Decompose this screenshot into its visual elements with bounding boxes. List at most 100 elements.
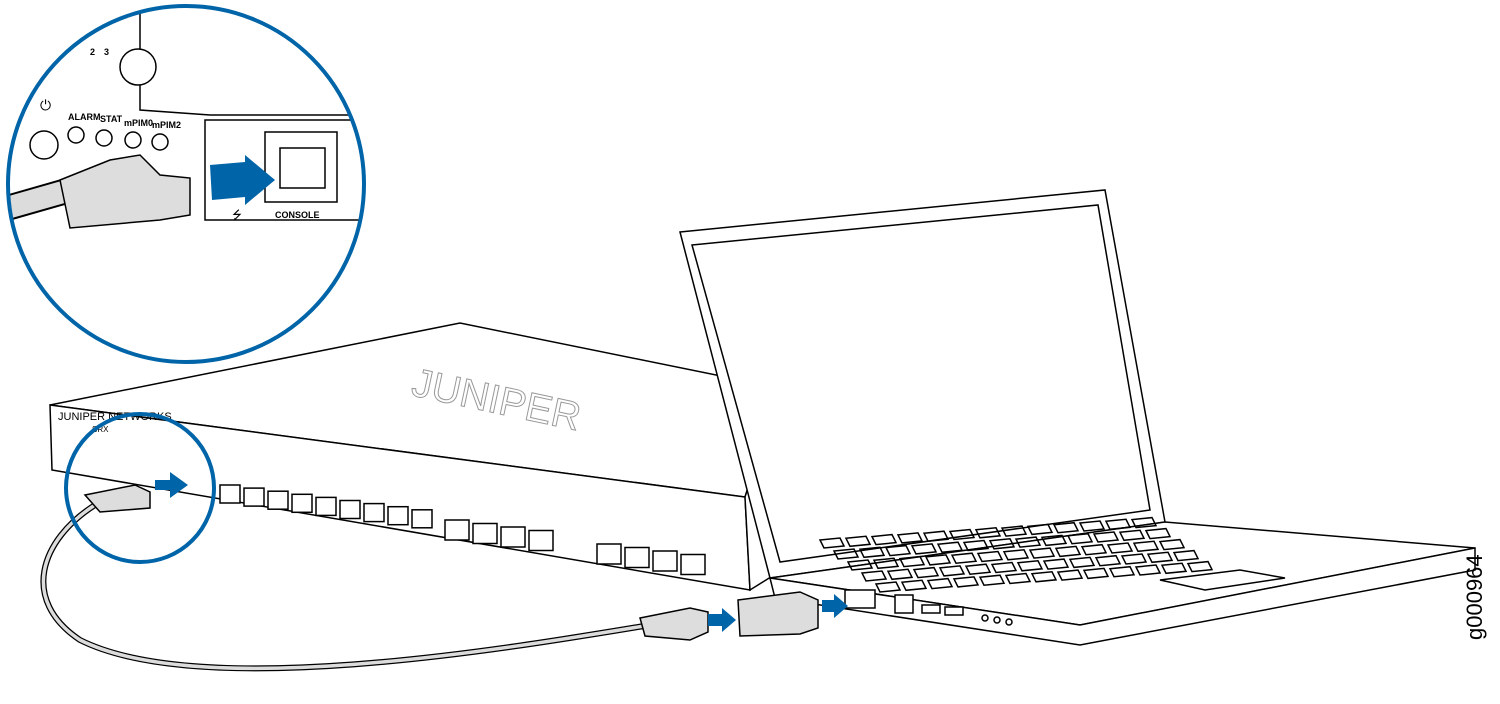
keyboard-key	[900, 579, 928, 592]
keyboard-key	[1004, 572, 1032, 585]
model-label: SRX	[92, 425, 109, 434]
keyboard-key	[1092, 531, 1120, 543]
ethernet-port	[411, 509, 433, 529]
keyboard-key	[1078, 520, 1106, 532]
laptop	[679, 189, 1476, 646]
sfp-port	[444, 519, 470, 541]
sfp-port	[680, 553, 706, 576]
ethernet-port	[219, 484, 241, 504]
thumbscrew	[119, 48, 157, 86]
keyboard-key	[896, 532, 924, 544]
keyboard-key	[1002, 549, 1030, 561]
keyboard-key	[846, 559, 874, 571]
keyboard-key	[844, 535, 872, 548]
keyboard-key	[1082, 567, 1110, 580]
keyboard-key	[976, 550, 1004, 563]
power-icon: ⏻	[40, 97, 51, 113]
keyboard-key	[1054, 545, 1082, 558]
keyboard-key	[1052, 521, 1080, 534]
keyboard-key	[1108, 565, 1136, 578]
keyboard-key	[1134, 564, 1162, 576]
sfp-port	[596, 543, 622, 565]
keyboard-key	[990, 561, 1018, 574]
sfp-port	[652, 550, 678, 572]
sfp-port	[528, 529, 554, 552]
keyboard-key	[1132, 540, 1160, 553]
keyboard-key	[870, 533, 898, 546]
laptop-jack	[981, 614, 989, 622]
laptop-usb-port	[944, 606, 964, 616]
laptop-serial-port	[844, 589, 876, 609]
keyboard-key	[1000, 525, 1028, 537]
keyboard-key	[832, 548, 860, 560]
figure-id: g000964	[1462, 554, 1487, 640]
rj45-plug-inset	[59, 154, 191, 229]
arrow-right-icon	[822, 594, 848, 618]
ethernet-port	[339, 499, 361, 520]
led-label: mPIM0	[124, 118, 153, 128]
keyboard-key	[1040, 534, 1068, 547]
ethernet-port	[315, 496, 337, 517]
slot-number: 2	[90, 47, 95, 57]
slot-number: 3	[104, 47, 109, 57]
ethernet-port	[243, 487, 265, 507]
detail-callout-circle	[64, 412, 216, 564]
keyboard-key	[950, 552, 978, 564]
keyboard	[818, 516, 1214, 593]
led-label: ALARM	[68, 112, 101, 122]
inset-magnified-view: 2 3 ⏻ ALARM STAT mPIM0 mPIM2 CONSOLE ⭍	[6, 4, 366, 364]
port-row	[219, 484, 706, 576]
keyboard-key	[1068, 556, 1096, 569]
keyboard-key	[1160, 562, 1188, 575]
keyboard-key	[922, 530, 950, 542]
keyboard-key	[898, 555, 926, 568]
sfp-port	[500, 526, 526, 548]
inset-circle	[6, 4, 366, 364]
keyboard-key	[938, 565, 966, 577]
keyboard-key	[964, 563, 992, 575]
keyboard-key	[860, 570, 888, 582]
keyboard-key	[1144, 527, 1172, 540]
keyboard-key	[1120, 553, 1148, 565]
router: JUNIPER JUNIPER NETWORKS SRX	[49, 322, 783, 592]
ethernet-port	[387, 505, 409, 526]
keyboard-key	[1066, 532, 1094, 545]
keyboard-key	[1158, 538, 1186, 551]
keyboard-key	[1028, 547, 1056, 559]
keyboard-key	[872, 557, 900, 570]
keyboard-key	[884, 544, 912, 557]
keyboard-key	[886, 568, 914, 581]
keyboard-key	[1146, 551, 1174, 564]
keyboard-key	[910, 543, 938, 555]
power-button	[29, 130, 59, 160]
keyboard-key	[1056, 569, 1084, 581]
keyboard-key	[936, 541, 964, 553]
laptop-screen	[691, 204, 1151, 563]
keyboard-key	[1186, 560, 1214, 573]
keyboard-key	[948, 528, 976, 541]
arrow-right-icon	[708, 608, 736, 632]
usb-icon: ⭍	[232, 208, 242, 222]
keyboard-key	[1080, 543, 1108, 556]
arrow-right-icon	[210, 155, 275, 205]
sfp-port	[472, 522, 498, 545]
cable-inset	[8, 179, 74, 221]
keyboard-key	[818, 537, 846, 549]
rj45-plug	[83, 484, 151, 513]
keyboard-key	[1094, 554, 1122, 567]
sfp-port	[624, 546, 650, 569]
db9-adapter	[737, 591, 819, 637]
keyboard-key	[1026, 523, 1054, 536]
keyboard-key	[1014, 536, 1042, 548]
keyboard-key	[1172, 549, 1200, 562]
keyboard-key	[1042, 558, 1070, 570]
arrow-right-icon	[155, 472, 188, 498]
keyboard-key	[952, 576, 980, 588]
led-label: STAT	[100, 114, 123, 124]
ethernet-port	[267, 490, 289, 510]
keyboard-key	[924, 554, 952, 566]
keyboard-key	[962, 539, 990, 552]
keyboard-key	[912, 566, 940, 579]
keyboard-key	[1130, 516, 1158, 529]
